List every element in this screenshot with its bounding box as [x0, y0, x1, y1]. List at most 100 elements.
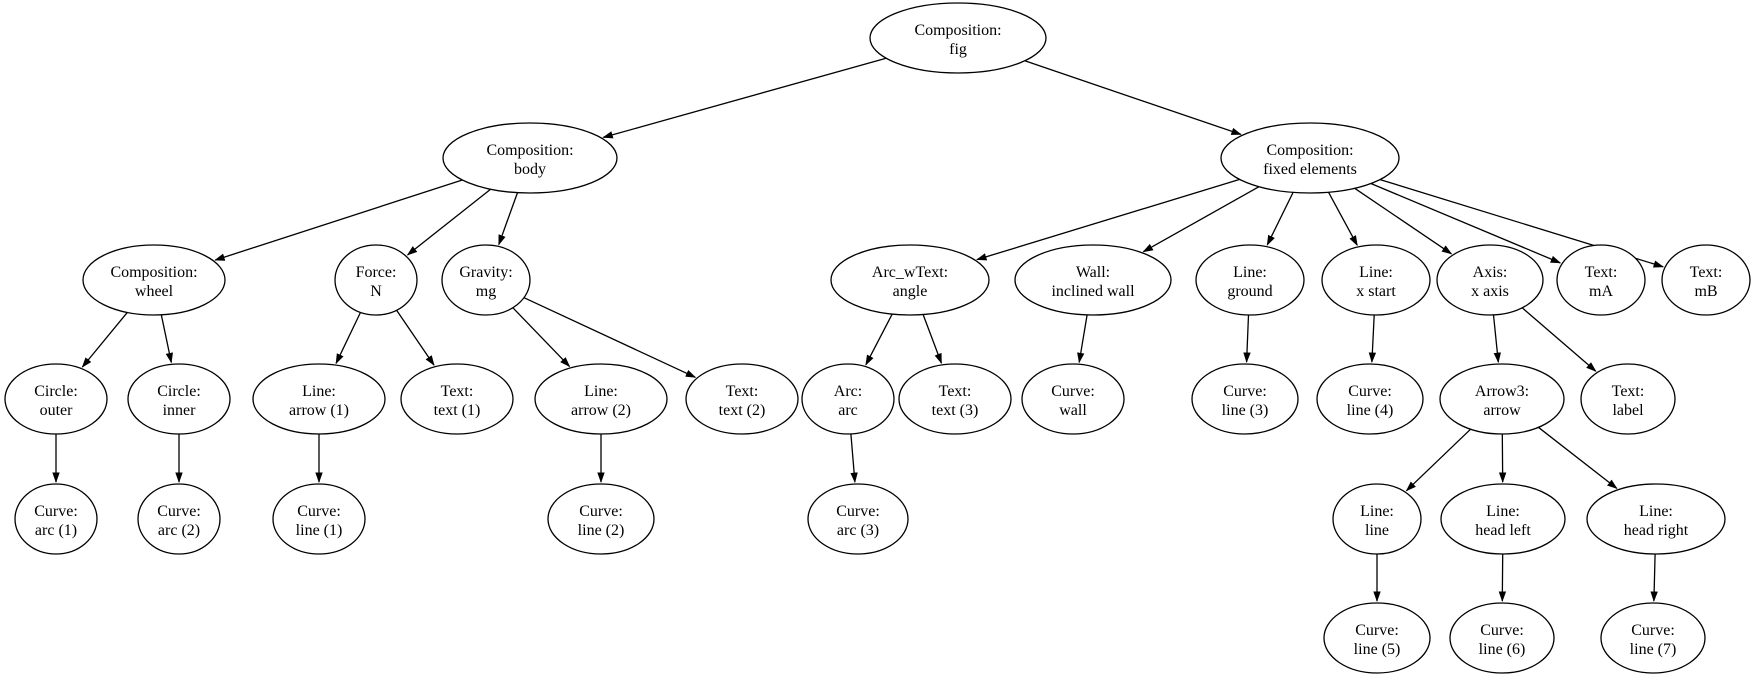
node-label-name: x start: [1356, 283, 1396, 300]
node-label: Line:arrow (2): [571, 383, 631, 419]
node-label-type: Composition:: [914, 22, 1001, 39]
node-headleft: Line:head left: [1440, 483, 1566, 555]
node-label: Gravity:mg: [459, 264, 512, 300]
node-label: Curve:line (6): [1479, 622, 1526, 658]
edge-fixed-xaxis: [1354, 187, 1453, 255]
edge-fig-fixed: [1024, 60, 1242, 136]
node-ellipse: [1600, 602, 1706, 674]
node-label: Composition: wheel: [110, 264, 197, 300]
node-label: Curve:line (2): [578, 503, 625, 539]
node-label-name: label: [1612, 402, 1644, 419]
node-text3: Text:text (3): [898, 363, 1012, 435]
node-wheel: Composition: wheel: [82, 244, 226, 316]
node-ellipse: [82, 244, 226, 316]
node-linenode: Line: line: [1332, 483, 1422, 555]
edge-ground-line3: [1243, 314, 1251, 363]
node-arrow3: Arrow3:arrow: [1439, 363, 1565, 435]
node-label: Line:ground: [1227, 264, 1272, 300]
node-label-type: Line:: [1360, 503, 1394, 520]
node-label-type: Composition:: [110, 264, 197, 281]
node-label-name: arc (1): [35, 522, 77, 539]
edge-xaxis-arrow3: [1492, 314, 1502, 364]
node-label-type: Curve:: [1051, 383, 1095, 400]
node-label-name: wall: [1059, 402, 1087, 419]
node-line5: Curve: line (5): [1323, 602, 1431, 674]
node-ellipse: [1556, 244, 1646, 316]
node-label-name: text (1): [434, 402, 481, 419]
node-ellipse: [1332, 483, 1422, 555]
node-label-type: Curve:: [1355, 622, 1399, 639]
node-label: Arc_wText:angle: [872, 264, 948, 300]
node-label-name: mB: [1694, 283, 1717, 300]
node-label: Curve: line (4): [1347, 383, 1394, 419]
node-label-name: line (5): [1354, 641, 1401, 658]
node-label-type: Curve:: [1348, 383, 1392, 400]
node-label: Axis:x axis: [1471, 264, 1509, 300]
node-gravity: Gravity:mg: [441, 244, 531, 316]
node-ellipse: [1321, 244, 1431, 316]
node-outer: Circle:outer: [4, 363, 108, 435]
node-label-name: text (3): [932, 402, 979, 419]
node-label-name: line (7): [1630, 641, 1677, 658]
node-label: Curve:line (7): [1630, 622, 1677, 658]
node-label-name: mg: [476, 283, 496, 300]
node-label: Text:text (1): [434, 383, 481, 419]
node-ellipse: [1195, 244, 1305, 316]
node-ellipse: [1436, 244, 1544, 316]
edge-wheel-outer: [81, 311, 128, 368]
node-label-type: Line:: [1359, 264, 1393, 281]
node-arc3: Curve:arc (3): [807, 483, 909, 555]
node-label: Curve:arc (2): [157, 503, 201, 539]
node-label-name: arc (2): [158, 522, 200, 539]
node-ellipse: [334, 244, 418, 316]
node-label: Text:mB: [1690, 264, 1723, 300]
node-ground: Line:ground: [1195, 244, 1305, 316]
node-label-type: Composition:: [486, 142, 573, 159]
node-label-type: Line:: [584, 383, 618, 400]
node-label-name: fixed elements: [1263, 161, 1357, 178]
node-label-type: Arc_wText:: [872, 264, 948, 281]
node-headright: Line:head right: [1586, 483, 1726, 555]
node-ellipse: [1661, 244, 1751, 316]
node-label: Text:text (3): [932, 383, 979, 419]
node-label-name: head left: [1475, 522, 1531, 539]
node-label-name: line (4): [1347, 402, 1394, 419]
node-label-name: line (6): [1479, 641, 1526, 658]
node-label-name: mA: [1589, 283, 1613, 300]
node-label-name: line: [1365, 522, 1389, 539]
node-ellipse: [127, 363, 231, 435]
node-label-type: Curve:: [1223, 383, 1267, 400]
node-label-name: head right: [1624, 522, 1689, 539]
node-mA: Text:mA: [1556, 244, 1646, 316]
node-arc1: Curve:arc (1): [14, 483, 98, 555]
edge-gravity-arrow2: [512, 307, 571, 368]
node-label-type: Arc:: [834, 383, 862, 400]
node-label-type: Wall:: [1076, 264, 1110, 281]
edge-fixed-angle: [976, 178, 1240, 261]
node-ellipse: [400, 363, 514, 435]
node-label-name: N: [370, 283, 382, 300]
node-label: Curve:line (3): [1222, 383, 1269, 419]
node-label-name: wheel: [135, 283, 174, 300]
node-label: Text:label: [1612, 383, 1645, 419]
node-ellipse: [547, 483, 655, 555]
edge-forceN-text1: [396, 309, 435, 366]
node-label-type: Curve:: [297, 503, 341, 520]
edge-fixed-ground: [1266, 192, 1294, 246]
edge-fixed-wall: [1142, 186, 1260, 253]
node-ellipse: [1440, 483, 1566, 555]
node-line2: Curve:line (2): [547, 483, 655, 555]
node-label-name: line (1): [296, 522, 343, 539]
node-label-type: Circle:: [34, 383, 78, 400]
node-label-name: arc (3): [837, 522, 879, 539]
node-ellipse: [1323, 602, 1431, 674]
node-label-type: Axis:: [1473, 264, 1508, 281]
edge-angle-arc: [865, 313, 893, 366]
node-ellipse: [4, 363, 108, 435]
node-label-name: arrow: [1483, 402, 1521, 419]
node-ellipse: [137, 483, 221, 555]
edge-forceN-arrow1: [335, 312, 362, 365]
node-ellipse: [807, 483, 909, 555]
